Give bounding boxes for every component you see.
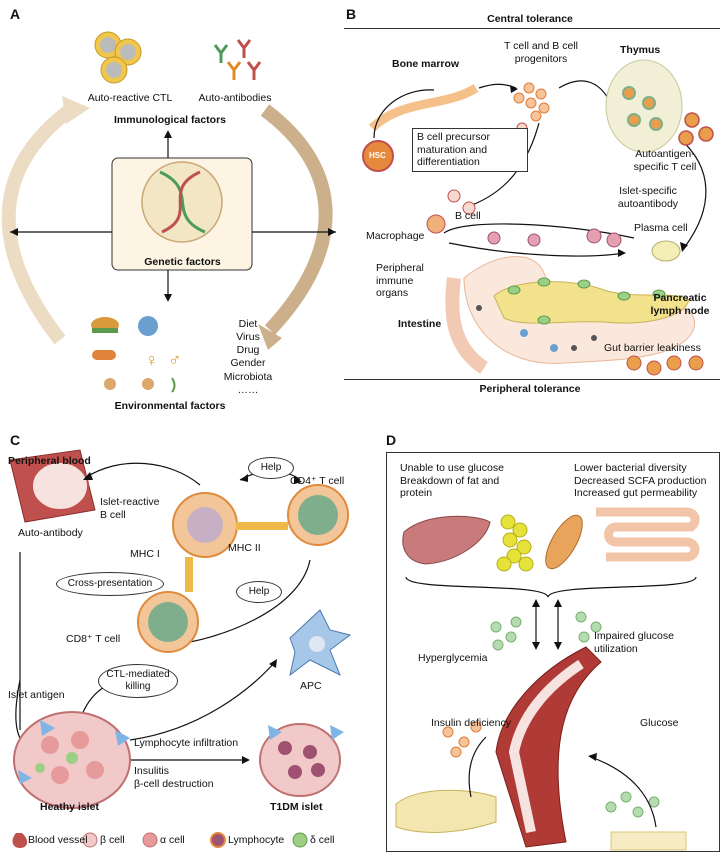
antibodies-icon — [213, 39, 262, 80]
insulin-deficiency-label: Insulin deficiency — [431, 717, 511, 729]
panel-a-letter: A — [10, 6, 21, 22]
impaired-glucose-label: Impaired glucose utilization — [594, 630, 674, 655]
environmental-title: Environmental factors — [114, 400, 226, 412]
legend-alpha-cell: α cell — [160, 834, 185, 846]
peripheral-tolerance: Peripheral tolerance — [479, 383, 581, 395]
env-more: …… — [237, 383, 259, 396]
microbiota-text: Lower bacterial diversity Decreased SCFA… — [574, 462, 707, 500]
lymph-infiltration-label: Lymphocyte infiltration — [134, 737, 239, 749]
environment-icons: ♀ ♂ — [91, 316, 182, 393]
progenitors-label: T cell and B cell progenitors — [504, 40, 578, 65]
autoantigen-label: Autoantigen- specific T cell — [633, 148, 697, 173]
islet-antigen-label: Islet antigen — [8, 689, 65, 701]
legend-beta-cell: β cell — [100, 834, 125, 846]
macrophage-label: Macrophage — [366, 230, 425, 242]
metabolic-text: Unable to use glucose Breakdown of fat a… — [400, 462, 504, 500]
panel-c-letter: C — [10, 432, 21, 448]
legend-delta-cell: δ cell — [310, 834, 335, 846]
env-microbiota: Microbiota — [223, 370, 273, 383]
env-diet: Diet — [238, 318, 258, 330]
plasma-label: Plasma cell — [634, 222, 688, 234]
peripheral-blood-label: Peripheral blood — [8, 455, 91, 467]
panel-d-letter: D — [386, 432, 397, 448]
ctl-label: Auto-reactive CTL — [87, 92, 173, 104]
cd8-label: CD8⁺ T cell — [66, 633, 121, 645]
peripheral-organs-label: Peripheral immune organs — [376, 262, 424, 300]
panel-d-frame — [386, 452, 720, 852]
env-list: Diet Virus Drug Gender Microbiota …… — [218, 318, 278, 397]
help-callout-2: Help — [236, 581, 282, 603]
env-virus: Virus — [236, 331, 260, 344]
bone-marrow-label: Bone marrow — [392, 58, 460, 70]
mhc1-label: MHC I — [130, 548, 160, 560]
env-gender: Gender — [230, 357, 266, 370]
genetic-label: Genetic factors — [144, 256, 221, 268]
cd4-label: CD4⁺ T cell — [290, 475, 345, 487]
auto-antibody-label: Auto-antibody — [18, 527, 83, 539]
ctl-cells-icon — [94, 31, 142, 84]
panel-c-graphics — [9, 449, 352, 848]
intestine-label: Intestine — [398, 318, 442, 330]
hsc-label: HSC — [369, 151, 386, 160]
t1dm-islet-label: T1DM islet — [270, 801, 323, 813]
panel-a-graphics: ♀ ♂ — [1, 31, 336, 393]
immunological-title: Immunological factors — [113, 114, 227, 126]
panel-b-frame — [344, 28, 720, 380]
thymus-label: Thymus — [620, 44, 661, 56]
panel-b-graphics — [362, 59, 714, 376]
legend-blood-vessel: Blood vessel — [28, 834, 88, 846]
ctl-killing-callout: CTL-mediated killing — [98, 664, 178, 698]
healthy-islet-label: Heathy islet — [40, 801, 99, 813]
apc-label: APC — [300, 680, 322, 692]
central-tolerance: Central tolerance — [487, 13, 573, 25]
panel-b-letter: B — [346, 6, 357, 22]
antibodies-label: Auto-antibodies — [198, 92, 272, 104]
cross-presentation-callout: Cross-presentation — [56, 572, 164, 596]
insulitis-label: Insulitis β-cell destruction — [134, 765, 214, 790]
panel-d-graphics — [395, 507, 700, 851]
svg-text:♀: ♀ — [145, 350, 159, 370]
b-precursor-box: B cell precursor maturation and differen… — [412, 128, 528, 172]
mhc2-label: MHC II — [228, 542, 261, 554]
b-cell-label: B cell — [455, 210, 481, 222]
legend-lymphocyte: Lymphocyte — [228, 834, 285, 846]
env-drug: Drug — [236, 344, 260, 357]
help-callout-1: Help — [248, 457, 294, 479]
islet-b-label: Islet-reactive B cell — [100, 496, 160, 521]
hyperglycemia-label: Hyperglycemia — [418, 652, 488, 664]
glucose-label: Glucose — [640, 717, 679, 729]
pancreatic-ln-label: Pancreatic lymph node — [650, 292, 710, 317]
svg-text:♂: ♂ — [168, 350, 182, 370]
islet-antibody-label: Islet-specific autoantibody — [617, 185, 679, 210]
gut-barrier-label: Gut barrier leakiness — [604, 342, 701, 354]
